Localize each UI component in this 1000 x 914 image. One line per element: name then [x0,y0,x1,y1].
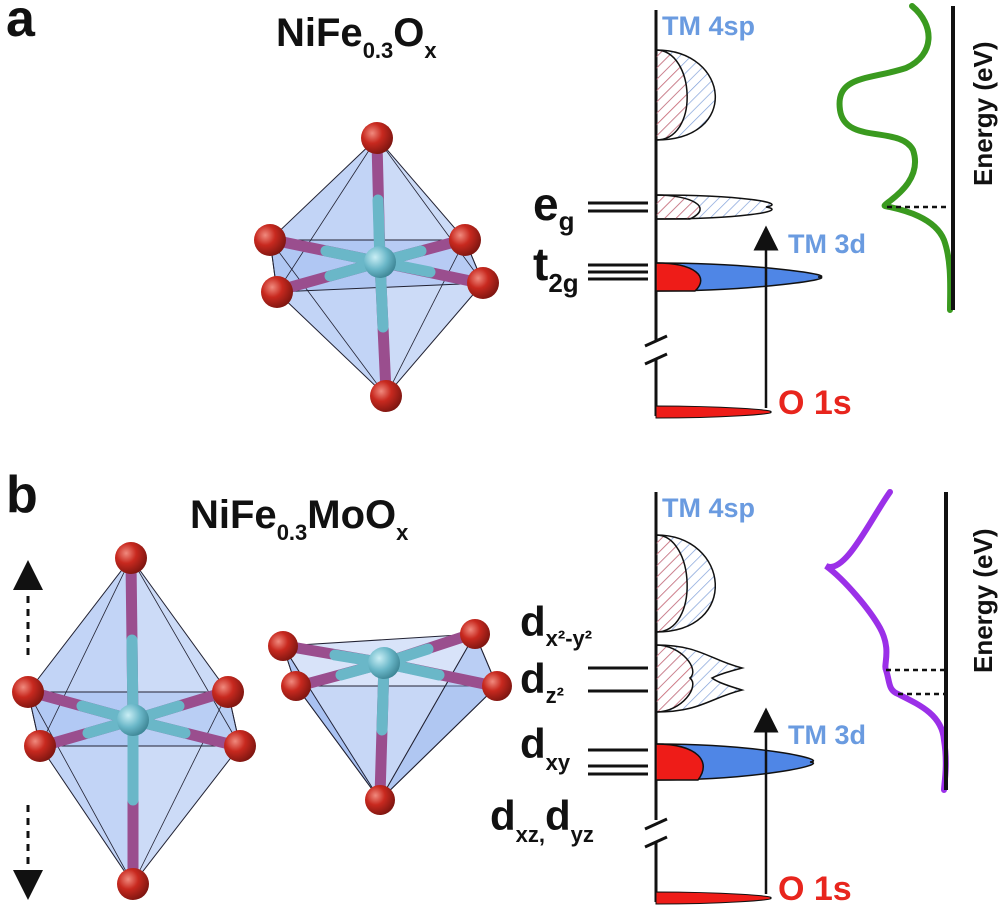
formula-b-sub1: 0.3 [277,520,308,545]
oxygen-atom [117,868,149,900]
orbital-label-t2g: t2g [533,238,579,298]
formula-a-sub2: x [424,38,437,63]
octahedron-a [254,122,499,412]
dyz-sub: yz [571,822,594,847]
dxy-main: d [520,720,546,767]
o1s-peak-b [655,891,772,905]
label-tm3d-a: TM 3d [788,229,866,259]
square-pyramid-b [268,619,512,815]
elongated-octahedron-b [12,542,256,900]
dx2y2-main: d [520,598,546,645]
formula-a-sub1: 0.3 [363,38,394,63]
energy-levels-b [588,666,648,776]
energy-levels-a [588,201,648,281]
oxygen-atom [467,267,499,299]
panel-a: a NiFe0.3Ox [6,0,998,422]
dz2-sub: z² [546,683,564,708]
oxygen-atom [12,676,44,708]
tm4sp-band-a [655,49,716,141]
t2g-band-a [655,262,823,292]
tm4sp-band-b [655,534,716,633]
eg-band-a [655,194,773,220]
oxygen-atom [24,730,56,762]
oxygen-atom [370,380,402,412]
xas-spectrum-a [836,3,954,313]
formula-b-mid: MoO [307,493,396,537]
t2g-sub: 2g [548,268,578,298]
label-tm4sp-b: TM 4sp [662,493,755,523]
oxygen-atom [115,542,147,574]
xas-spectrum-b [824,489,949,793]
eg-sub: g [559,206,575,236]
panel-b: b NiFe0.3MoOx [6,466,998,908]
energy-label-a: Energy (eV) [968,42,998,187]
formula-a-main: NiFe [276,11,363,55]
oxygen-atom [361,122,393,154]
oxygen-atom [212,676,244,708]
panel-letter-a: a [6,0,36,48]
metal-atom [364,246,396,278]
formula-b-sub2: x [396,520,409,545]
oxygen-atom [281,671,311,701]
formula-b: NiFe0.3MoOx [190,493,409,545]
oxygen-atom [261,276,293,308]
label-tm4sp-a: TM 4sp [662,11,755,41]
orbital-label-dxz-dyz: dxz,dyz [490,792,594,847]
label-o1s-a: O 1s [778,384,852,422]
dxy-sub: xy [546,750,571,775]
eg-main: e [533,178,559,230]
label-tm3d-b: TM 3d [788,720,866,750]
dxz-main: d [490,792,516,839]
dxz-sub: xz, [516,822,545,847]
oxygen-atom [449,224,481,256]
dz2-band-b [655,644,745,713]
t2g-main: t [533,238,548,290]
formula-b-main: NiFe [190,493,277,537]
orbital-label-dz2: dz² [520,655,564,708]
oxygen-atom [365,785,395,815]
panel-letter-b: b [6,466,38,524]
oxygen-atom [460,619,490,649]
orbital-label-eg: eg [533,178,574,236]
oxygen-atom [254,224,286,256]
formula-a: NiFe0.3Ox [276,11,437,63]
metal-atom [368,647,400,679]
formula-a-mid: O [393,11,424,55]
o1s-peak-a [655,405,772,419]
oxygen-atom [224,730,256,762]
energy-label-b: Energy (eV) [968,529,998,674]
orbital-label-dxy: dxy [520,720,571,775]
oxygen-atom [482,671,512,701]
orbital-label-dx2y2: dx²-y² [520,598,592,651]
dx2y2-sub: x²-y² [546,626,592,651]
label-o1s-b: O 1s [778,870,852,908]
metal-atom [117,704,149,736]
oxygen-atom [268,631,298,661]
dxy-band-b [655,743,814,781]
dz2-main: d [520,655,546,702]
dyz-main: d [545,792,571,839]
